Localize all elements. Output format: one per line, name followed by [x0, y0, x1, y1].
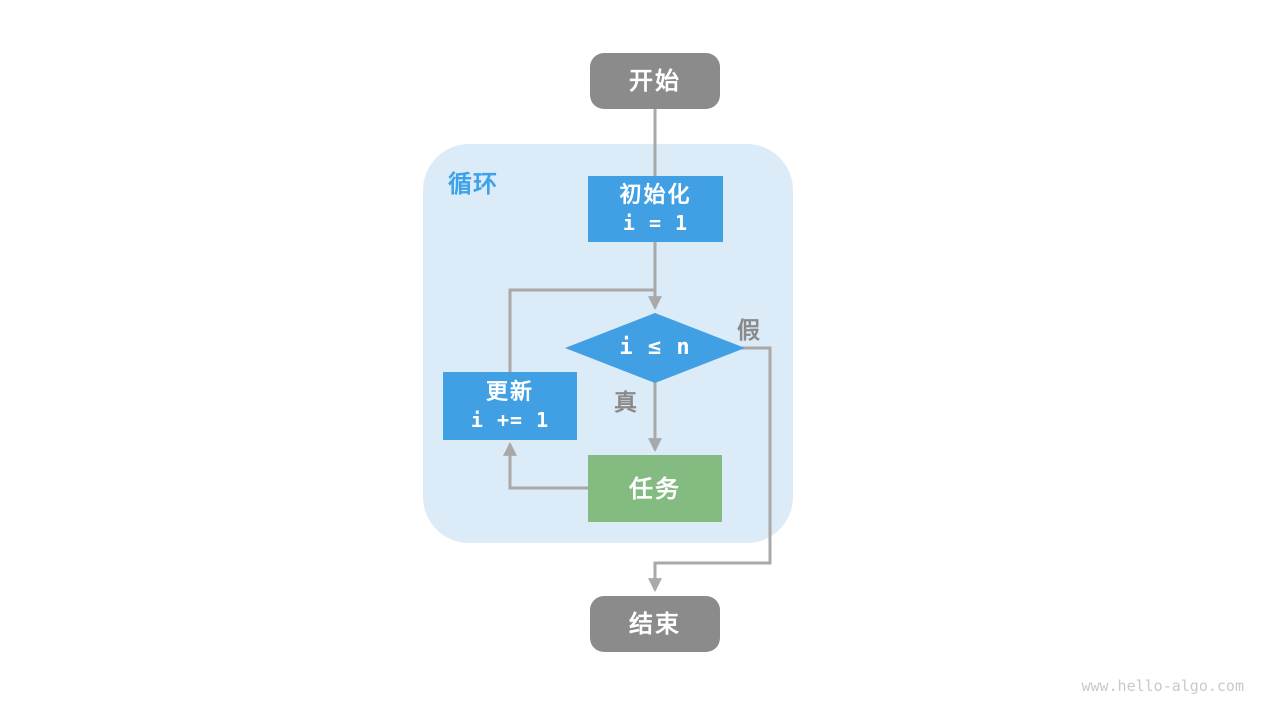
node-start: 开始: [590, 53, 720, 109]
edge-condition-false-to-end: [648, 346, 772, 593]
loop-container-label: 循环: [448, 170, 498, 198]
node-end: 结束: [590, 596, 720, 652]
node-update: 更新 i += 1: [443, 372, 577, 440]
node-condition-expression: i ≤ n: [619, 334, 691, 360]
node-end-label: 结束: [629, 610, 681, 638]
node-task-label: 任务: [629, 474, 681, 503]
node-initialize-label: 初始化: [619, 183, 692, 209]
node-initialize-code: i = 1: [622, 210, 689, 235]
node-start-label: 开始: [629, 67, 681, 95]
node-update-code: i += 1: [470, 407, 550, 432]
node-task: 任务: [588, 455, 722, 522]
node-initialize: 初始化 i = 1: [588, 176, 723, 242]
watermark-url: www.hello-algo.com: [1081, 677, 1244, 695]
node-update-label: 更新: [485, 380, 534, 406]
edge-label-false: 假: [737, 318, 760, 344]
edge-label-true: 真: [614, 390, 637, 416]
edge-task-to-update: [503, 441, 589, 490]
edge-update-to-condition: [508, 288, 655, 373]
